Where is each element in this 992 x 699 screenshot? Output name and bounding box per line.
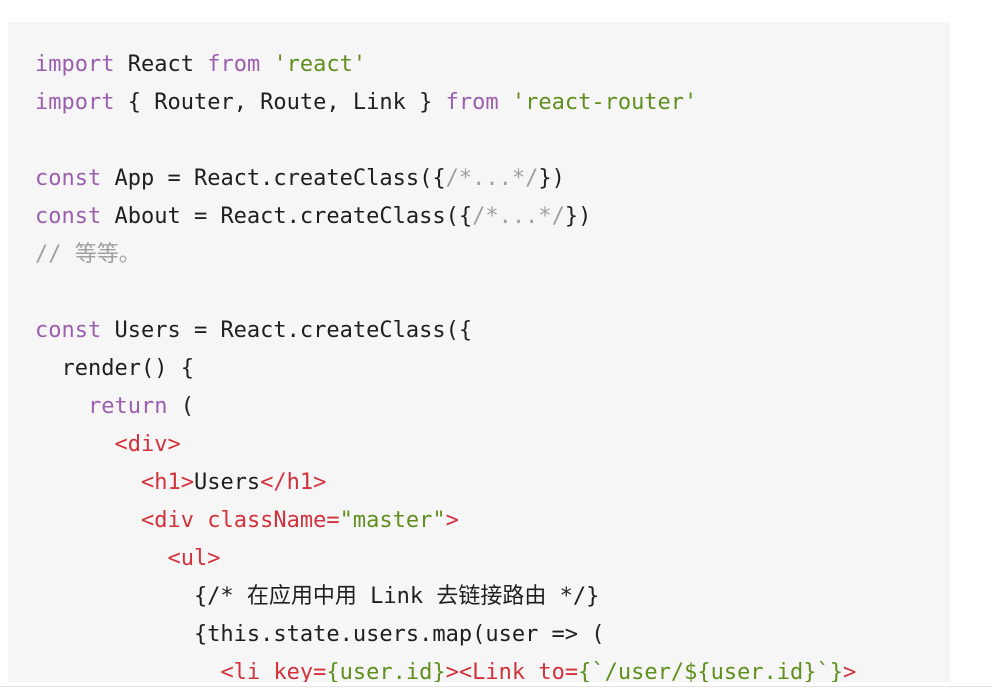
code-line: <li key={user.id}><Link to={`/user/${use…: [35, 654, 856, 682]
code-token-string: "master": [339, 508, 446, 533]
code-line: <div className="master">: [35, 502, 856, 540]
code-token-plain: [35, 432, 114, 457]
code-line: const Users = React.createClass({: [35, 312, 856, 350]
code-token-keyword: from: [207, 52, 261, 77]
code-token-tag: to=: [538, 660, 579, 682]
code-token-plain: {this.state.users.map(user => (: [35, 622, 605, 647]
code-line: <div>: [35, 426, 856, 464]
code-token-plain: render() {: [35, 356, 194, 381]
code-line: <h1>Users</h1>: [35, 464, 856, 502]
code-token-plain: App = React.createClass({: [101, 166, 446, 191]
code-token-keyword: import: [35, 90, 115, 115]
code-listing: import React from 'react'import { Router…: [35, 46, 856, 682]
code-token-tag: className=: [207, 508, 340, 533]
divider: [0, 686, 992, 687]
code-token-tag: </h1>: [260, 470, 327, 495]
code-token-tag: key=: [273, 660, 327, 682]
code-token-plain: (: [167, 394, 194, 419]
code-token-tag: ><Link: [445, 660, 526, 682]
code-token-string: 'react-router': [511, 90, 698, 115]
code-token-plain: About = React.createClass({: [101, 204, 473, 229]
code-token-plain: [35, 546, 167, 571]
code-token-string: 'react': [273, 52, 367, 77]
code-token-plain: [260, 52, 273, 77]
code-token-keyword: const: [35, 318, 102, 343]
code-token-plain: [35, 394, 88, 419]
code-token-plain: }): [564, 204, 592, 229]
code-line: const About = React.createClass({/*...*/…: [35, 198, 856, 236]
code-token-plain: [499, 90, 512, 115]
code-token-plain: [35, 470, 141, 495]
code-line: import React from 'react': [35, 46, 856, 84]
code-token-tag: <div: [140, 508, 194, 533]
code-block: import React from 'react'import { Router…: [8, 22, 950, 682]
code-token-plain: [525, 660, 538, 682]
code-token-tag: >: [445, 508, 459, 533]
code-token-keyword: from: [445, 90, 499, 115]
code-line: return (: [35, 388, 856, 426]
code-token-keyword: const: [35, 204, 102, 229]
code-token-tag: >: [843, 660, 857, 682]
code-line: [35, 274, 856, 312]
code-line: render() {: [35, 350, 856, 388]
code-token-plain: [260, 660, 273, 682]
code-token-string: {`/user/${user.id}`}: [578, 660, 844, 682]
code-line: import { Router, Route, Link } from 'rea…: [35, 84, 856, 122]
code-token-plain: { Router, Route, Link }: [114, 90, 446, 115]
code-token-tag: <h1>: [140, 470, 194, 495]
code-line: const App = React.createClass({/*...*/}): [35, 160, 856, 198]
code-token-plain: {/* 在应用中用 Link 去链接路由 */}: [35, 584, 600, 609]
code-token-plain: Users = React.createClass({: [101, 318, 473, 343]
code-token-keyword: import: [35, 52, 115, 77]
code-token-plain: [194, 508, 207, 533]
code-line: {this.state.users.map(user => (: [35, 616, 856, 654]
code-line: {/* 在应用中用 Link 去链接路由 */}: [35, 578, 856, 616]
code-token-keyword: const: [35, 166, 102, 191]
code-token-comment: /*...*/: [472, 204, 565, 229]
code-token-tag: <li: [220, 660, 261, 682]
code-token-plain: }): [538, 166, 565, 191]
code-line: // 等等。: [35, 236, 856, 274]
code-line: <ul>: [35, 540, 856, 578]
code-token-keyword: return: [87, 394, 168, 419]
code-token-string: {user.id}: [326, 660, 446, 682]
code-token-plain: Users: [193, 470, 261, 495]
code-token-plain: [35, 660, 220, 682]
code-token-tag: <div>: [114, 432, 181, 457]
code-token-comment: /*...*/: [445, 166, 539, 191]
code-token-comment: // 等等。: [35, 242, 141, 267]
code-token-plain: React: [114, 52, 208, 77]
code-token-tag: <ul>: [167, 546, 221, 571]
code-line: [35, 122, 856, 160]
code-token-plain: [35, 508, 141, 533]
